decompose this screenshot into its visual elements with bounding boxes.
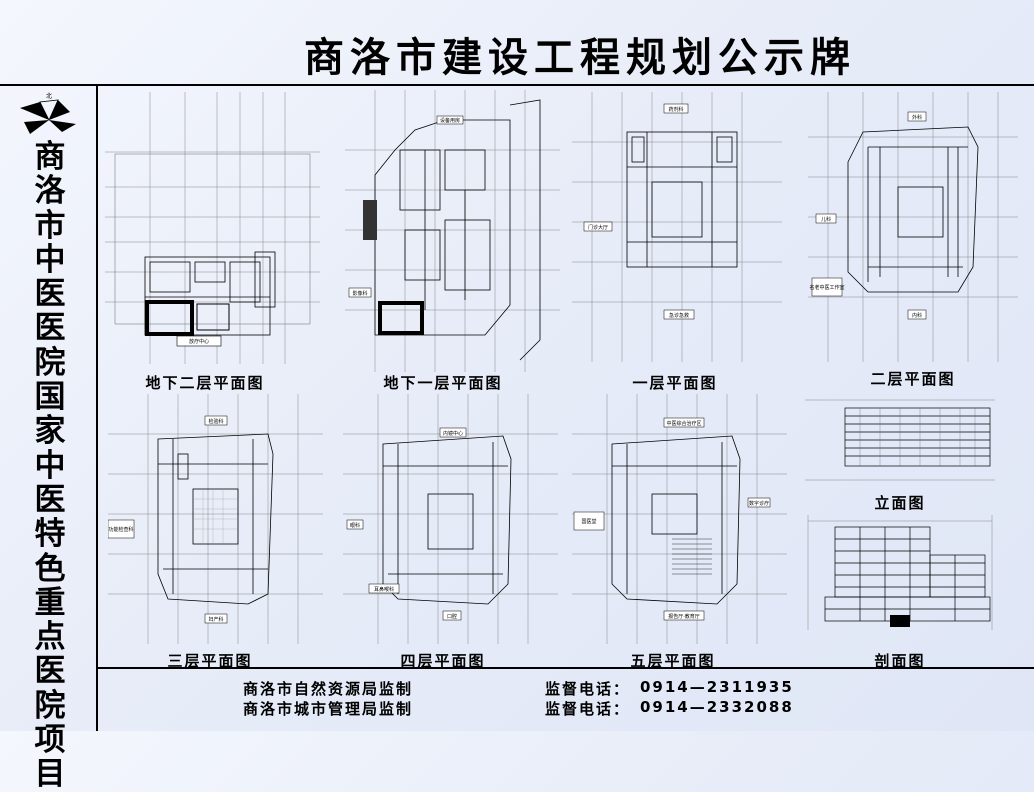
project-name-vertical: 商洛市中医医院国家中医特色重点医院项目 [34, 139, 66, 792]
phone-1-label: 监督电话： [545, 680, 631, 698]
side-divider [96, 84, 98, 731]
caption-f5: 五层平面图 [630, 652, 716, 670]
tag-f3-2: 功能检查科 [108, 526, 133, 533]
elevation-drawing [800, 392, 1000, 487]
tag-f2-2: 名老中医工作室 [809, 284, 844, 291]
caption-f3: 三层平面图 [167, 652, 253, 670]
caption-f2: 二层平面图 [870, 370, 956, 388]
tag-f4-1: 眼科 [350, 522, 360, 529]
tag-f2-3: 内科 [912, 312, 922, 319]
tag-f2-1: 儿科 [821, 216, 831, 223]
plan-f2: 外科 儿科 名老中医工作室 内科 [808, 92, 1018, 362]
section-drawing [800, 515, 1000, 635]
tag-f3-0: 检验科 [208, 418, 223, 425]
emblem-logo: 北 [18, 90, 80, 136]
svg-text:北: 北 [46, 92, 52, 100]
phone-1: 0914—2311935 [640, 678, 794, 696]
phone-2: 0914—2332088 [640, 698, 794, 716]
tag-f5-3: 报告厅·教育厅 [668, 613, 700, 620]
tag-b1-1: 影像科 [352, 290, 367, 297]
tag-f2-0: 外科 [912, 114, 922, 121]
footer-divider [96, 667, 1034, 669]
plan-b1: 设备用房 影像科 [345, 90, 560, 372]
caption-b1: 地下一层平面图 [383, 374, 503, 392]
plan-f3: 检验科 妇产科 功能检查科 [108, 394, 323, 644]
tag-f4-0: 内镜中心 [443, 430, 463, 437]
tag-f5-1: 国医堂 [581, 518, 596, 525]
title-divider [0, 84, 1034, 86]
issuer-2: 商洛市城市管理局监制 [243, 700, 414, 718]
tag-b1-0: 设备用房 [440, 117, 460, 124]
tag-b2-0: 放疗中心 [189, 338, 209, 345]
caption-b2: 地下二层平面图 [145, 374, 265, 392]
tag-f4-2: 耳鼻喉科 [374, 586, 394, 593]
caption-elevation: 立面图 [874, 494, 926, 512]
tag-f1-1: 门诊大厅 [588, 224, 608, 231]
tag-f1-0: 药剂科 [668, 106, 683, 113]
plan-f5: 中医综合治疗区 国医堂 数字诊疗 报告厅·教育厅 [572, 394, 787, 644]
caption-section: 剖面图 [874, 652, 926, 670]
plan-f1: 药剂科 门诊大厅 急诊急救 [572, 92, 782, 362]
issuer-1: 商洛市自然资源局监制 [243, 680, 414, 698]
tag-f1-2: 急诊急救 [669, 312, 689, 319]
plan-f4: 内镜中心 眼科 耳鼻喉科 口腔 [343, 394, 558, 644]
plan-b2: 放疗中心 [105, 92, 320, 364]
phone-2-label: 监督电话： [545, 700, 631, 718]
tag-f4-3: 口腔 [447, 613, 457, 620]
caption-f4: 四层平面图 [400, 652, 486, 670]
tag-f3-1: 妇产科 [208, 616, 223, 623]
tag-f5-0: 中医综合治疗区 [666, 420, 701, 427]
tag-f5-2: 数字诊疗 [749, 500, 769, 507]
board-title: 商洛市建设工程规划公示牌 [304, 34, 856, 81]
caption-f1: 一层平面图 [632, 374, 718, 392]
